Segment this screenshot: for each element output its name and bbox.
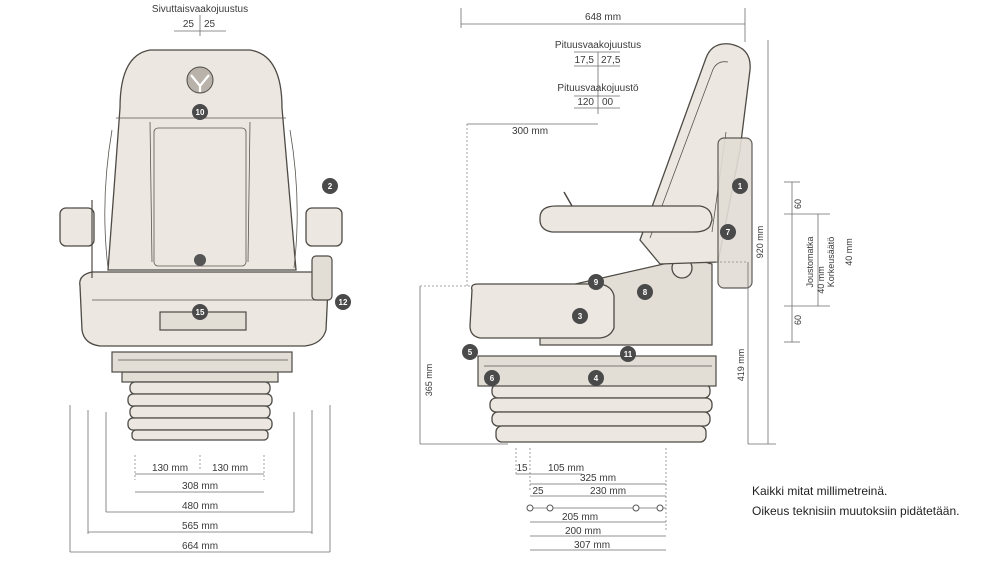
front-view [59, 15, 343, 553]
dim-664: 664 mm [182, 541, 218, 552]
dim-419: 419 mm [736, 349, 746, 382]
dim-105: 105 mm [548, 463, 584, 474]
side-view [419, 8, 830, 551]
fore-aft-left: 17,5 [575, 55, 595, 66]
badge-11: 11 [624, 350, 633, 359]
badge-2: 2 [328, 182, 333, 191]
right-armrest [305, 207, 343, 247]
dim-25: 25 [532, 486, 544, 497]
badge-3: 3 [578, 312, 583, 321]
dim-480: 480 mm [182, 501, 218, 512]
longitudinal-right: 00 [602, 97, 614, 108]
dim-230: 230 mm [590, 486, 626, 497]
lateral-left-value: 25 [183, 19, 195, 30]
dim-920: 920 mm [755, 226, 765, 259]
left-armrest [59, 207, 95, 247]
side-backrest-adjuster [717, 137, 753, 289]
front-base-plate [121, 371, 279, 383]
side-armrest [539, 205, 713, 233]
front-dimension-lines [69, 405, 331, 553]
longitudinal-left: 120 [577, 97, 594, 108]
fore-aft-right: 27,5 [601, 55, 621, 66]
lateral-adjust-label: Sivuttaisvaakojuustus [152, 4, 248, 15]
fore-aft-label: Pituusvaakojuustus [555, 40, 641, 51]
dim-307: 307 mm [574, 540, 610, 551]
longitudinal-label: Pituusvaakojuustö [557, 83, 639, 94]
callout-badges: 10 2 12 15 1 7 9 8 3 5 11 6 4 [192, 104, 748, 386]
height-adjust-label: Korkeusäätö [826, 237, 836, 288]
badge-7: 7 [726, 228, 731, 237]
front-lumbar-knob [194, 254, 206, 266]
badge-10: 10 [196, 108, 205, 117]
dim-300: 300 mm [512, 126, 548, 137]
brand-logo-icon [186, 66, 214, 94]
badge-9: 9 [594, 278, 599, 287]
dim-365: 365 mm [424, 364, 434, 397]
height-top-60: 60 [793, 199, 803, 209]
dim-565: 565 mm [182, 521, 218, 532]
side-seat-cushion [469, 283, 615, 339]
side-bellows [489, 383, 713, 443]
front-bellows [127, 381, 273, 441]
dim-15: 15 [516, 463, 528, 474]
front-suspension-box [111, 351, 293, 373]
badge-1: 1 [738, 182, 743, 191]
side-control-panel [311, 255, 333, 301]
dim-200: 200 mm [565, 526, 601, 537]
dim-130-left: 130 mm [152, 463, 188, 474]
mounting-holes [526, 504, 664, 512]
badge-8: 8 [643, 288, 648, 297]
lateral-right-value: 25 [204, 19, 216, 30]
dim-648: 648 mm [585, 12, 621, 23]
badge-15: 15 [196, 308, 205, 317]
dim-308: 308 mm [182, 481, 218, 492]
suspension-travel-label: Joustomatka [805, 236, 815, 287]
note-rights-reserved: Oikeus teknisiin muutoksiin pidätetään. [752, 504, 960, 518]
dim-325: 325 mm [580, 473, 616, 484]
height-adjust-value: 40 mm [844, 238, 854, 266]
dim-205: 205 mm [562, 512, 598, 523]
suspension-travel-value: 40 mm [816, 266, 826, 294]
badge-6: 6 [490, 374, 495, 383]
badge-4: 4 [594, 374, 599, 383]
height-bottom-60: 60 [793, 315, 803, 325]
dim-130-right: 130 mm [212, 463, 248, 474]
badge-5: 5 [468, 348, 473, 357]
badge-12: 12 [339, 298, 348, 307]
note-all-dimensions-mm: Kaikki mitat millimetreinä. [752, 484, 888, 498]
